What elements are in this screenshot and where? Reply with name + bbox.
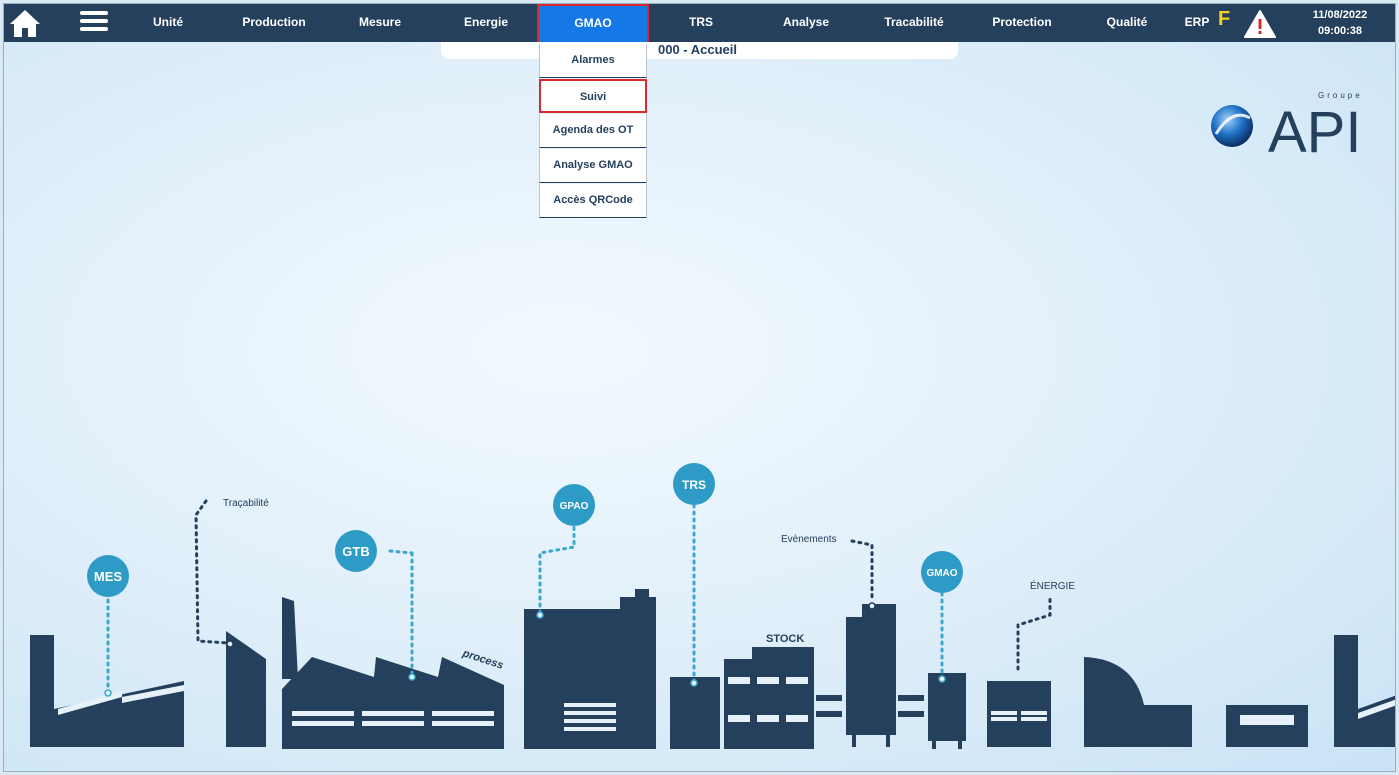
trs-bubble[interactable] (673, 463, 715, 505)
trs-building (670, 677, 720, 749)
dropdown-item-analyse-gmao[interactable]: Analyse GMAO (539, 149, 647, 183)
nav-production[interactable]: Production (242, 15, 306, 29)
top-navbar: Unité Production Mesure Energie GMAO TRS… (4, 4, 1395, 44)
globe-icon (1211, 105, 1253, 147)
nav-protection[interactable]: Protection (992, 15, 1052, 29)
dropdown-item-alarmes[interactable]: Alarmes (539, 44, 647, 78)
nav-gmao[interactable]: GMAO (537, 4, 649, 44)
nav-analyse[interactable]: Analyse (782, 15, 830, 29)
gpao-label: GPAO (560, 501, 589, 512)
nav-tracabilite[interactable]: Tracabilité (884, 15, 944, 29)
energie-label: ÉNERGIE (1030, 579, 1075, 592)
gpao-bubble[interactable] (553, 484, 595, 526)
dropdown-item-suivi[interactable]: Suivi (539, 79, 647, 113)
chimney (282, 597, 298, 679)
factory-process (282, 657, 504, 749)
low-building (1226, 705, 1308, 747)
gpao-building (524, 609, 656, 749)
clock-time: 09:00:38 (1317, 25, 1363, 37)
clock-date: 11/08/2022 (1312, 9, 1368, 21)
nav-mesure[interactable]: Mesure (358, 15, 402, 29)
nav-trs[interactable]: TRS (689, 15, 713, 29)
gpao-roof (620, 597, 656, 609)
gmao-dropdown-menu: Alarmes Suivi Agenda des OT Analyse GMAO… (539, 44, 647, 219)
stock-label: STOCK (766, 633, 804, 645)
gmao-tank (928, 673, 966, 741)
mes-building (54, 681, 184, 747)
logo-group-text: Groupe (1318, 91, 1363, 100)
f-badge[interactable]: F (1218, 8, 1231, 30)
nav-energie[interactable]: Energie (463, 15, 508, 29)
stock-building (724, 659, 814, 749)
tracabilite-label: Traçabilité (223, 498, 269, 509)
gmao-label: GMAO (926, 568, 957, 579)
gtb-bubble[interactable] (335, 530, 377, 572)
factory-illustration: MES GTB GPAO TRS GMAO Traçabilité Evènem… (30, 463, 1395, 749)
nav-qualite[interactable]: Qualité (1106, 15, 1148, 29)
logo-brand-text: API (1268, 100, 1362, 158)
mes-bubble[interactable] (87, 555, 129, 597)
page-title: 000 - Accueil (658, 42, 738, 57)
app-window: Unité Production Mesure Energie GMAO TRS… (3, 3, 1396, 772)
mes-label: MES (94, 569, 123, 584)
dome-building (1084, 657, 1192, 747)
gtb-label: GTB (342, 544, 369, 559)
nav-erp[interactable]: ERP (1184, 15, 1210, 29)
gmao-bubble[interactable] (921, 551, 963, 593)
home-icon[interactable] (8, 7, 42, 39)
evenements-label: Evènements (781, 534, 837, 545)
silo (846, 617, 896, 735)
nav-unite[interactable]: Unité (153, 15, 183, 29)
process-label: process (460, 647, 505, 672)
trs-label: TRS (682, 478, 706, 492)
left-building (30, 635, 54, 747)
right-building (1334, 635, 1358, 747)
dropdown-item-acces-qrcode[interactable]: Accès QRCode (539, 184, 647, 218)
tracabilite-building (226, 631, 266, 747)
alarm-warning-icon[interactable] (1243, 9, 1277, 39)
api-group-logo: Groupe API (1211, 91, 1363, 158)
dropdown-item-agenda-ot[interactable]: Agenda des OT (539, 114, 647, 148)
clock: 11/08/2022 09:00:38 (1300, 7, 1380, 39)
hamburger-menu-icon[interactable] (80, 11, 108, 35)
